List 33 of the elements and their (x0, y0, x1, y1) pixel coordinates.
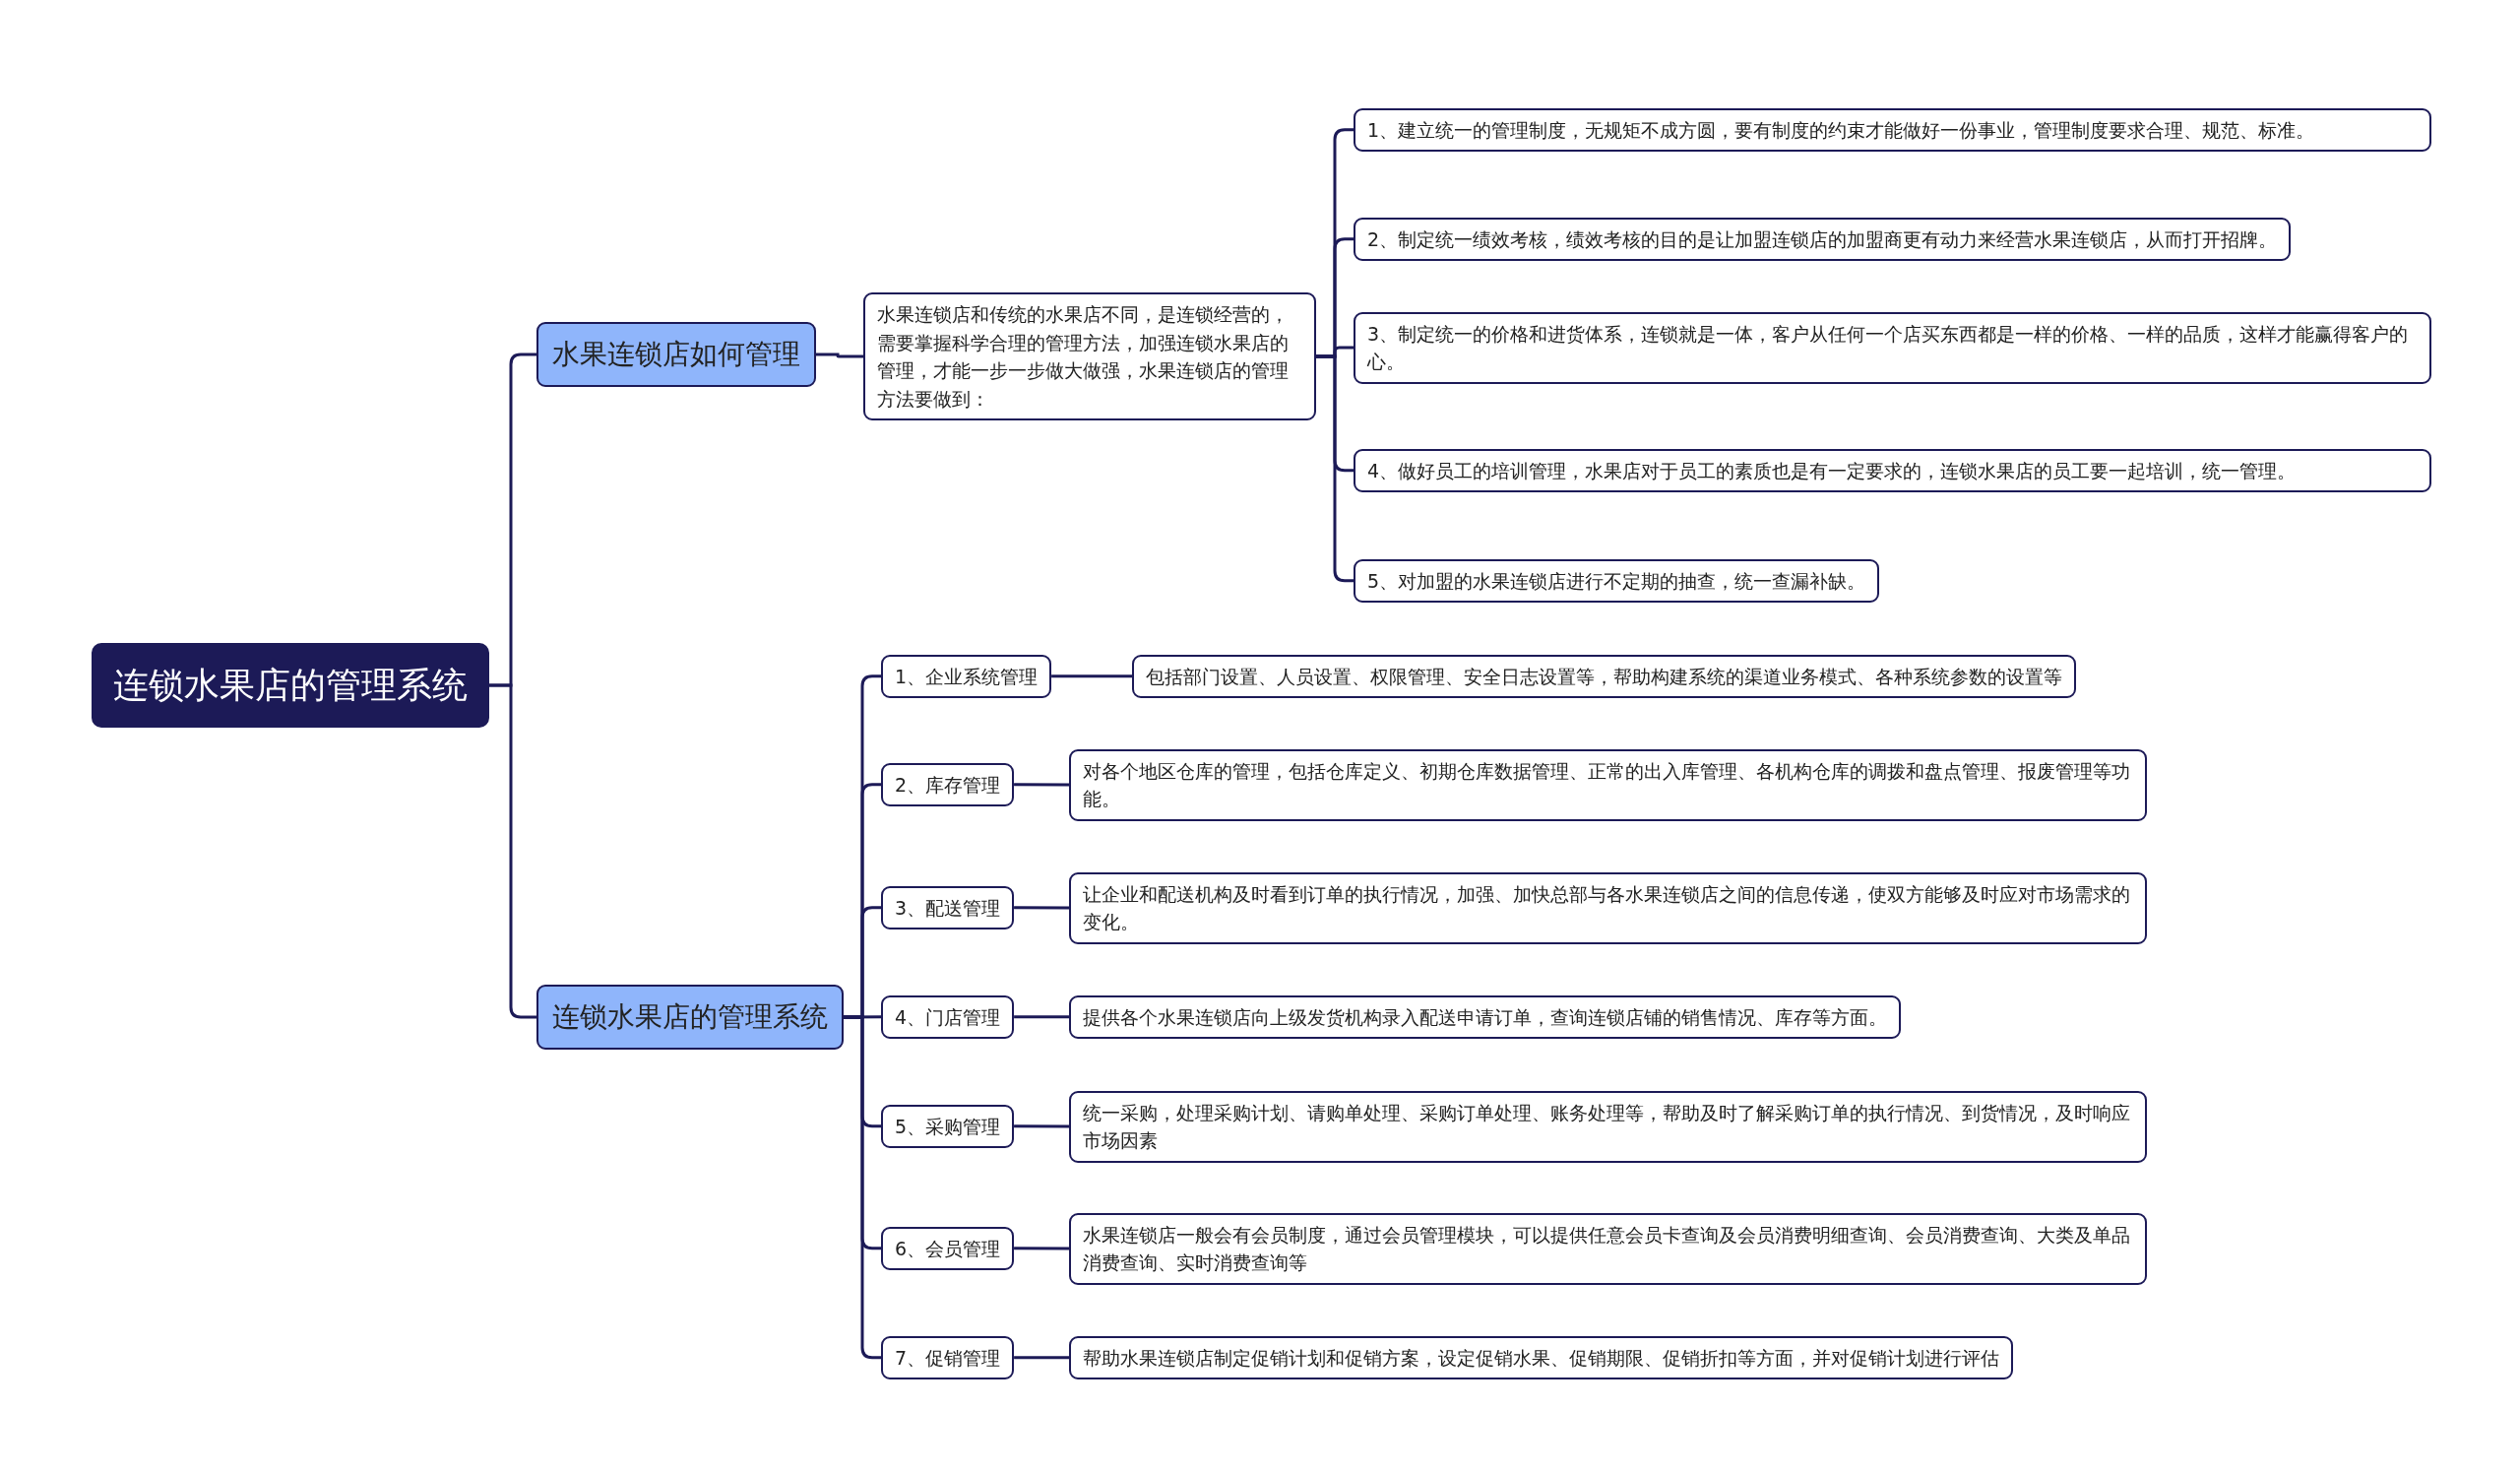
topic-box: 3、制定统一的价格和进货体系，连锁就是一体，客户从任何一个店买东西都是一样的价格、一样的品质，这样才能赢得客户的心。 (1354, 311, 2431, 384)
topic-box: 1、企业系统管理 (881, 654, 1052, 698)
connector-line (1014, 906, 1069, 910)
topic-box: 7、促销管理 (881, 1335, 1015, 1379)
description-box: 提供各个水果连锁店向上级发货机构录入配送申请订单，查询连锁店铺的销售情况、库存等方面。 (1069, 994, 1901, 1039)
topic-box: 3、配送管理 (881, 885, 1015, 929)
description-box: 水果连锁店和传统的水果店不同，是连锁经营的，需要掌握科学合理的管理方法，加强连锁水果店的管理，才能一步一步做大做强，水果连锁店的管理方法要做到： (863, 292, 1316, 420)
topic-box: 2、库存管理 (881, 762, 1015, 806)
connector-line (1014, 1124, 1069, 1128)
topic-box: 4、门店管理 (881, 994, 1015, 1039)
connector-line (1014, 1356, 1069, 1360)
description-box: 对各个地区仓库的管理，包括仓库定义、初期仓库数据管理、正常的出入库管理、各机构仓库的调拨和盘点管理、报废管理等功能。 (1069, 748, 2147, 821)
topic-box: 6、会员管理 (881, 1226, 1015, 1270)
description-box: 帮助水果连锁店制定促销计划和促销方案，设定促销水果、促销期限、促销折扣等方面，并对促销计划进行评估 (1069, 1335, 2013, 1379)
connector-line (816, 352, 863, 358)
connector-line (1014, 1015, 1069, 1019)
description-box: 水果连锁店一般会有会员制度，通过会员管理模块，可以提供任意会员卡查询及会员消费明细查询、会员消费查询、大类及单品消费查询、实时消费查询等 (1069, 1212, 2147, 1285)
connector-line (1316, 354, 1354, 583)
branch-topic-box: 连锁水果店的管理系统 (536, 985, 844, 1050)
branch-topic-box: 水果连锁店如何管理 (536, 322, 816, 387)
root-topic-box: 连锁水果店的管理系统 (92, 643, 489, 728)
topic-box: 5、对加盟的水果连锁店进行不定期的抽查，统一查漏补缺。 (1354, 558, 1880, 603)
topic-box: 5、采购管理 (881, 1104, 1015, 1148)
topic-box: 4、做好员工的培训管理，水果店对于员工的素质也是有一定要求的，连锁水果店的员工要一起培训，统一管理。 (1354, 448, 2431, 492)
description-box: 统一采购，处理采购计划、请购单处理、采购订单处理、账务处理等，帮助及时了解采购订单的执行情况、到货情况，及时响应市场因素 (1069, 1090, 2147, 1163)
connector-line (1014, 1247, 1069, 1250)
description-box: 让企业和配送机构及时看到订单的执行情况，加强、加快总部与各水果连锁店之间的信息传递，使双方能够及时应对市场需求的变化。 (1069, 871, 2147, 944)
connector-line (1014, 783, 1069, 787)
description-box: 包括部门设置、人员设置、权限管理、安全日志设置等，帮助构建系统的渠道业务模式、各种系统参数的设置等 (1132, 654, 2076, 698)
connector-line (1051, 674, 1132, 678)
connector-line (489, 683, 536, 1019)
topic-box: 2、制定统一绩效考核，绩效考核的目的是让加盟连锁店的加盟商更有动力来经营水果连锁店，从而打开招牌。 (1354, 217, 2292, 261)
topic-box: 1、建立统一的管理制度，无规矩不成方圆，要有制度的约束才能做好一份事业，管理制度要求合理、规范、标准。 (1354, 107, 2431, 152)
